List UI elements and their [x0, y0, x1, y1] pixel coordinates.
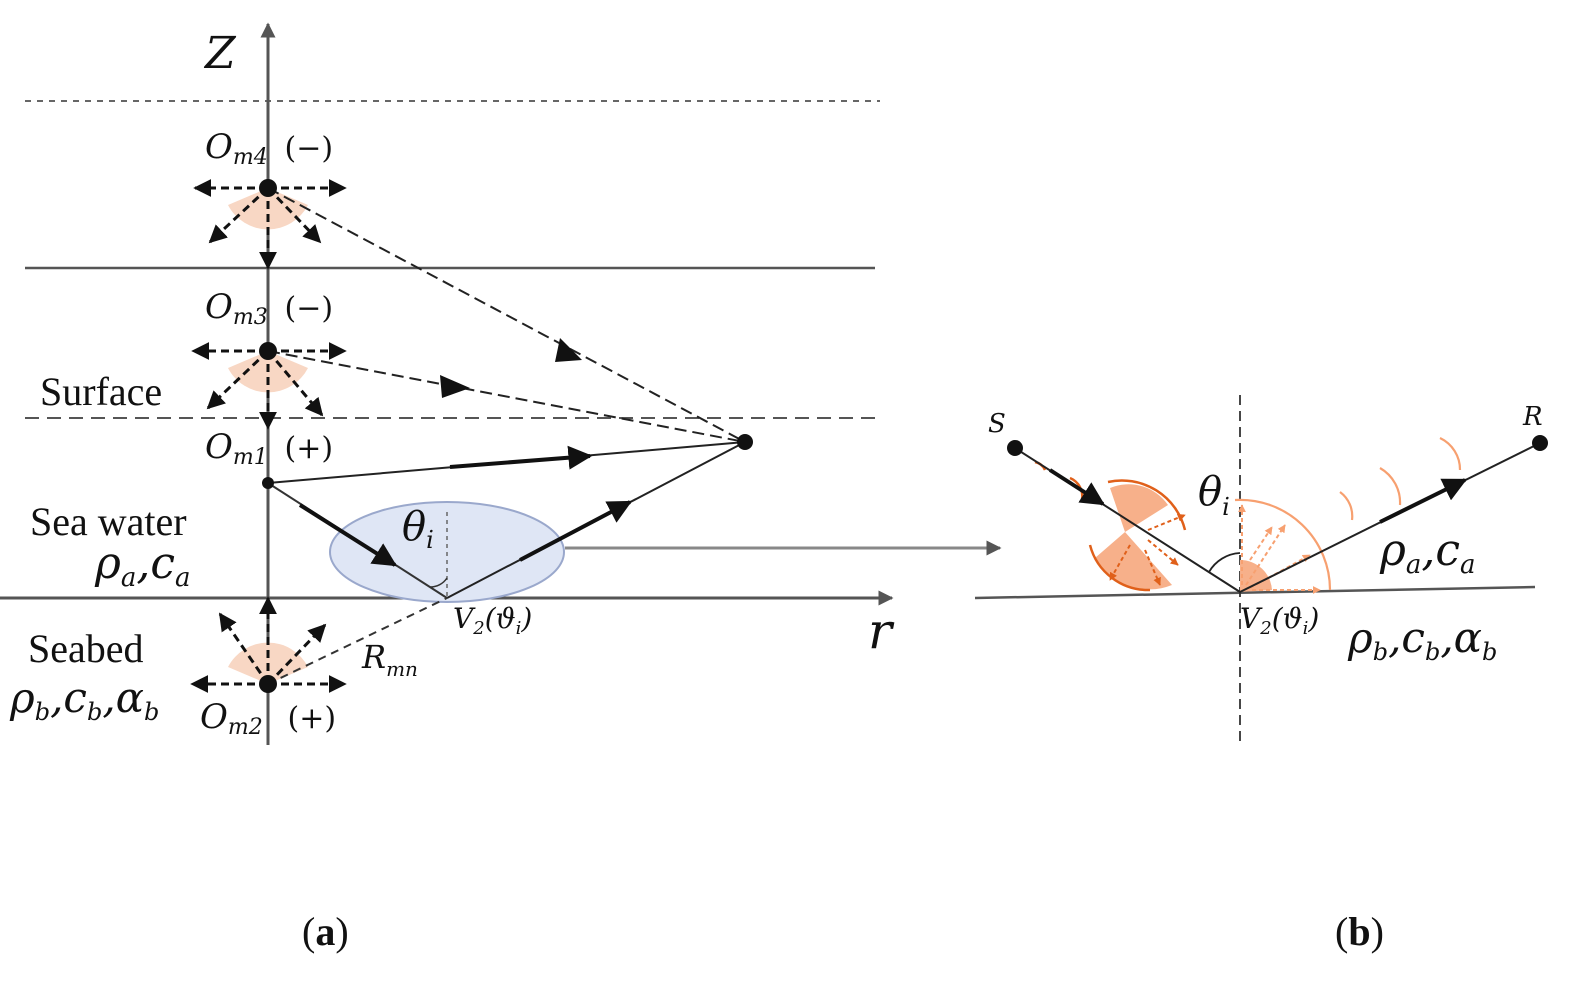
- om4-arrows: [193, 179, 347, 270]
- bed-params-b: ρb,cb,αb: [1347, 613, 1497, 666]
- om3-label: Om3 (−): [205, 287, 333, 333]
- panel-b: S R θi ρa,ca V2(ϑi) ρb,cb,αb (b): [974, 395, 1548, 954]
- theta-label-a: θi: [402, 504, 434, 554]
- om1-point: [262, 477, 274, 489]
- incident-orange-arrows: [1109, 513, 1186, 586]
- bed-params-a: ρb,cb,αb: [9, 673, 159, 726]
- om4-label: Om4 (−): [205, 127, 333, 173]
- ray-om4-arrowhead: [555, 338, 582, 362]
- om4-point: [259, 179, 277, 197]
- seabed-label: Seabed: [28, 626, 144, 671]
- theta-label-b: θi: [1198, 469, 1230, 521]
- source-label-s: S: [988, 409, 1006, 439]
- incident-orange-fan-top: [1110, 484, 1168, 532]
- om1-label: Om1 (+): [205, 427, 333, 473]
- water-params-a: ρa,ca: [94, 538, 191, 593]
- ray-om3-arrowhead: [440, 375, 470, 398]
- theta-arc-b: [1208, 552, 1241, 573]
- rmn-label: Rmn: [361, 638, 418, 681]
- reflected-orange-fan: [1240, 559, 1272, 592]
- ray-direct-bold: [449, 445, 593, 470]
- reflected-orange-arrows: [1238, 504, 1321, 594]
- om2-label: Om2 (+): [200, 697, 336, 743]
- om2-point: [259, 675, 277, 693]
- r-axis-label: r: [868, 602, 895, 660]
- incident-ray-b-bold: [1048, 468, 1106, 506]
- sea-water-label: Sea water: [30, 499, 187, 544]
- ray-om3-receiver: [267, 350, 746, 443]
- panel-a: Z r Om4 (−) Om3 (−) Om1 (+) Om2 (+) Surf…: [0, 22, 1002, 954]
- source-point-s: [1007, 440, 1023, 456]
- om3-arrows: [191, 342, 347, 430]
- surface-label: Surface: [40, 369, 162, 414]
- ray-om4-receiver: [267, 187, 746, 443]
- caption-a: (a): [302, 909, 349, 954]
- interface-line-b: [974, 585, 1536, 600]
- ray-reflected-bold: [519, 500, 633, 562]
- om2-arrows: [190, 596, 347, 693]
- receiver-point-a: [737, 434, 753, 450]
- theta-arc-a: [429, 577, 448, 588]
- receiver-label-r: R: [1522, 402, 1543, 432]
- water-params-b: ρa,ca: [1379, 525, 1476, 580]
- ray-om2-image: [267, 597, 448, 685]
- v2-label-a: V2(ϑi): [453, 602, 532, 639]
- ray-incident-bold: [298, 503, 398, 567]
- receiver-point-r: [1532, 435, 1548, 451]
- z-axis-label: Z: [203, 28, 237, 79]
- v2-label-b: V2(ϑi): [1240, 602, 1319, 639]
- om3-point: [259, 342, 277, 360]
- caption-b: (b): [1335, 909, 1384, 954]
- reflected-ray-b-bold: [1379, 478, 1468, 524]
- reflected-wavefronts: [1234, 437, 1462, 591]
